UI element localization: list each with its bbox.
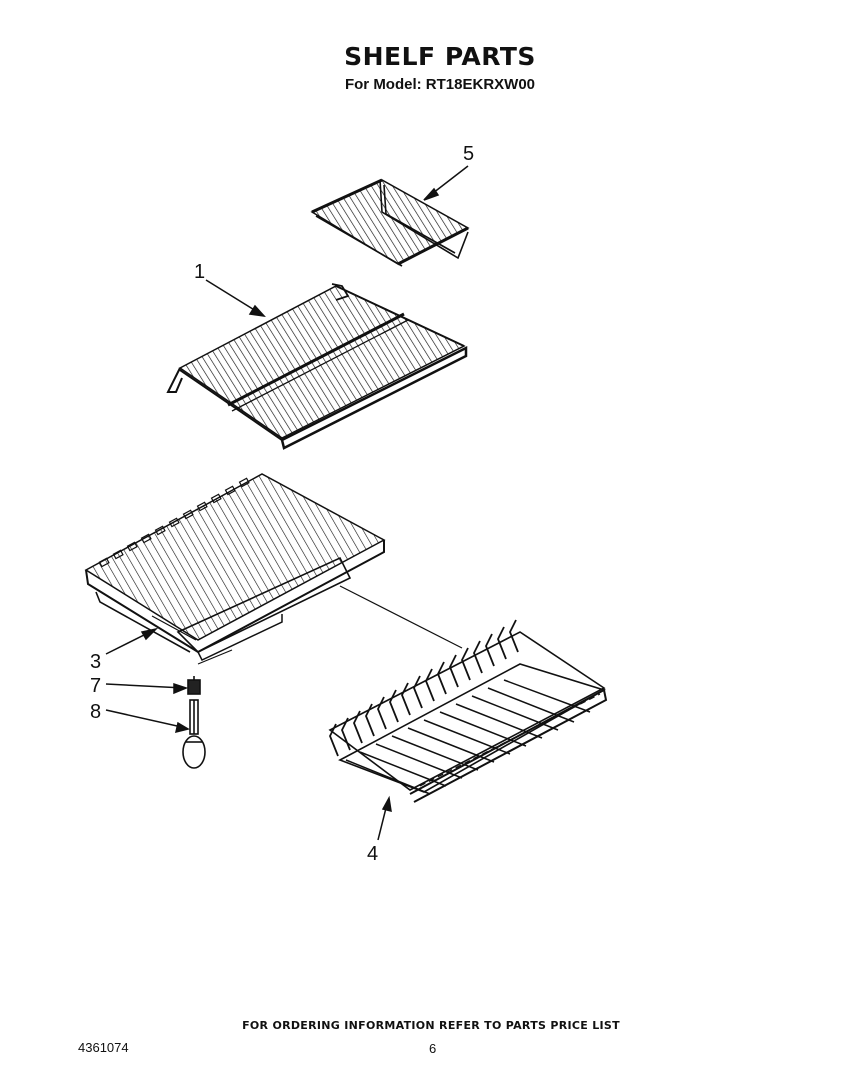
leader-lines [105,165,469,841]
basket-part-4 [328,619,608,803]
page-number: 6 [429,1041,437,1056]
callout-1: 1 [194,261,205,283]
callout-5: 5 [463,143,474,165]
callout-8: 8 [90,701,101,723]
shelf-part-1 [166,283,468,450]
assembly-line-post [197,649,233,665]
post-part-8 [182,699,206,769]
page-title: SHELF PARTS [344,42,536,71]
assembly-line [339,585,463,649]
callout-4: 4 [367,843,378,865]
shelf-part-3 [84,473,386,661]
clip-part-7 [187,676,201,695]
wire-shelf-part-5 [310,178,470,267]
ordering-note: FOR ORDERING INFORMATION REFER TO PARTS … [242,1019,620,1032]
callout-7: 7 [90,675,101,697]
callout-3: 3 [90,651,101,673]
model-subtitle: For Model: RT18EKRXW00 [344,76,536,93]
document-number: 4361074 [78,1040,129,1055]
